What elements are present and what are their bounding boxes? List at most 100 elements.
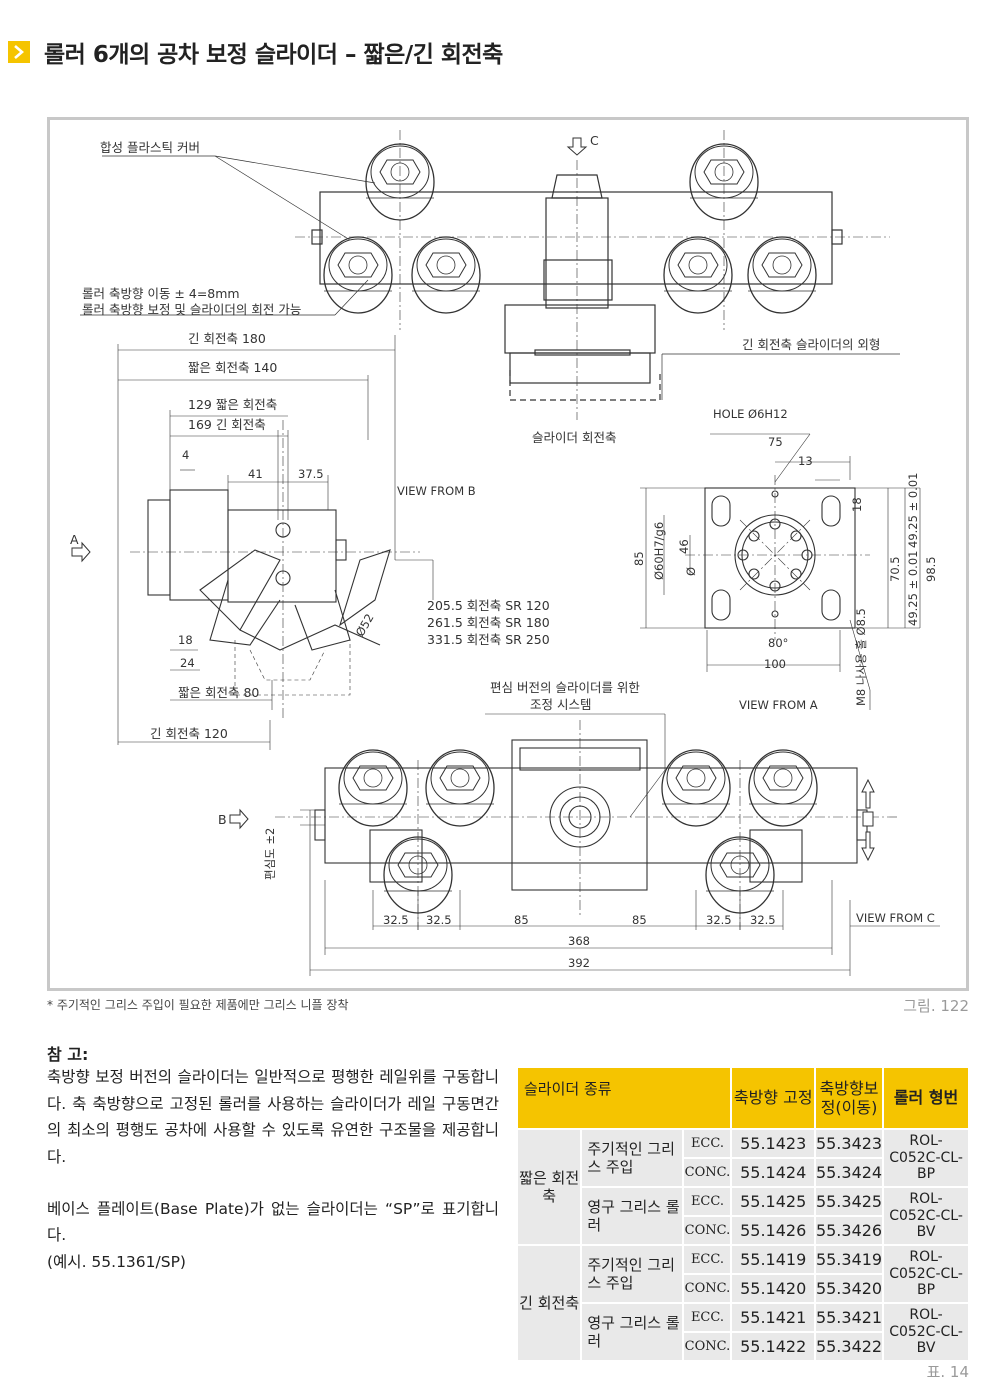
label-axial-comp: 롤러 축방향 보정 및 슬라이더의 회전 가능 bbox=[82, 302, 302, 317]
row-kind: CONC. bbox=[683, 1274, 732, 1303]
label-slider-shaft: 슬라이더 회전축 bbox=[532, 430, 617, 445]
label-phi60: Ø60H7/g6 bbox=[652, 521, 666, 580]
row-kind: CONC. bbox=[683, 1158, 732, 1187]
label-sr180: 261.5 회전축 SR 180 bbox=[427, 615, 550, 630]
row-kind: CONC. bbox=[683, 1216, 732, 1245]
label-short-80: 짧은 회전축 80 bbox=[178, 685, 260, 700]
note-paragraph-1: 축방향 보정 버전의 슬라이더는 일반적으로 평행한 레일위를 구동합니다. 축… bbox=[47, 1068, 499, 1166]
label-ecc-adjust-2: 조정 시스템 bbox=[530, 697, 592, 712]
row-float: 55.3426 bbox=[814, 1216, 884, 1245]
label-dim-75: 75 bbox=[768, 435, 783, 449]
subgroup-periodic-grease: 주기적인 그리스 주입 bbox=[581, 1129, 684, 1187]
label-short-shaft-140: 짧은 회전축 140 bbox=[188, 360, 278, 375]
label-dim-368: 368 bbox=[568, 934, 590, 948]
label-view-from-c: VIEW FROM C bbox=[856, 911, 935, 925]
label-short-129: 129 짧은 회전축 bbox=[188, 397, 278, 412]
label-plastic-cover: 합성 플라스틱 커버 bbox=[100, 140, 200, 155]
label-dim-32-5-d: 32.5 bbox=[750, 913, 776, 927]
header-axial-fixed: 축방향 고정 bbox=[731, 1067, 815, 1129]
label-long-120: 긴 회전축 120 bbox=[150, 726, 228, 741]
note-paragraph-2: 베이스 플레이트(Base Plate)가 없는 슬라이더는 “SP”로 표기합… bbox=[47, 1199, 499, 1245]
note-title: 참 고: bbox=[47, 1045, 89, 1064]
label-dim-100: 100 bbox=[764, 657, 786, 671]
figure-caption: 그림. 122 bbox=[903, 997, 969, 1015]
row-float: 55.3423 bbox=[814, 1129, 884, 1158]
label-dim-41: 41 bbox=[248, 467, 263, 481]
label-view-from-b: VIEW FROM B bbox=[397, 484, 476, 498]
row-float: 55.3425 bbox=[814, 1187, 884, 1216]
row-float: 55.3424 bbox=[814, 1158, 884, 1187]
header-axial-float: 축방향보정(이동) bbox=[814, 1067, 884, 1129]
header-roller-part: 롤러 형번 bbox=[883, 1067, 969, 1129]
row-kind: ECC. bbox=[683, 1129, 732, 1158]
label-arrow-c: C bbox=[590, 133, 599, 148]
row-kind: ECC. bbox=[683, 1245, 732, 1274]
label-axial-move: 롤러 축방향 이동 ± 4=8mm bbox=[82, 286, 240, 301]
label-dim-392: 392 bbox=[568, 956, 590, 970]
label-dim-4: 4 bbox=[182, 448, 190, 462]
row-float: 55.3419 bbox=[814, 1245, 884, 1274]
row-kind: ECC. bbox=[683, 1303, 732, 1332]
row-kind: CONC. bbox=[683, 1332, 732, 1361]
label-ecc-adjust-1: 편심 버전의 슬라이더를 위한 bbox=[490, 680, 640, 695]
label-dim-32-5-c: 32.5 bbox=[706, 913, 732, 927]
label-tol-top: 49.25 ± 0.01 bbox=[906, 472, 920, 548]
label-dim-98-5: 98.5 bbox=[924, 556, 938, 582]
technical-drawing: 합성 플라스틱 커버 C 롤러 축방향 이동 ± 4=8mm 롤러 축방향 보정… bbox=[47, 117, 969, 991]
roller-part: ROL-C052C-CL-BP bbox=[883, 1245, 969, 1303]
label-dim-85: 85 bbox=[632, 551, 646, 566]
group-short-shaft: 짧은 회전축 bbox=[517, 1129, 582, 1245]
roller-part: ROL-C052C-CL-BV bbox=[883, 1187, 969, 1245]
label-dim-80deg: 80° bbox=[768, 636, 789, 650]
label-dim-32-5-b: 32.5 bbox=[426, 913, 452, 927]
label-sr120: 205.5 회전축 SR 120 bbox=[427, 598, 550, 613]
label-dim-18: 18 bbox=[178, 633, 193, 647]
row-kind: ECC. bbox=[683, 1187, 732, 1216]
table-caption: 표. 14 bbox=[926, 1363, 969, 1381]
label-dim-85-a: 85 bbox=[514, 913, 529, 927]
label-hole: HOLE Ø6H12 bbox=[713, 407, 788, 421]
label-arrow-a: A bbox=[70, 532, 79, 547]
page-title: 롤러 6개의 공차 보정 슬라이더 – 짧은/긴 회전축 bbox=[44, 42, 503, 68]
page-title-row: 롤러 6개의 공차 보정 슬라이더 – 짧은/긴 회전축 bbox=[8, 36, 503, 68]
subgroup-periodic-grease: 주기적인 그리스 주입 bbox=[581, 1245, 684, 1303]
label-phi-small: Ø bbox=[684, 566, 698, 576]
label-dim-46: 46 bbox=[677, 539, 691, 554]
row-float: 55.3421 bbox=[814, 1303, 884, 1332]
label-dim-70-5: 70.5 bbox=[888, 556, 902, 582]
row-fixed: 55.1422 bbox=[731, 1332, 815, 1361]
roller-part: ROL-C052C-CL-BV bbox=[883, 1303, 969, 1361]
label-dim-24: 24 bbox=[180, 656, 195, 670]
label-dim-18b: 18 bbox=[850, 497, 864, 512]
row-float: 55.3420 bbox=[814, 1274, 884, 1303]
label-long-outline: 긴 회전축 슬라이더의 외형 bbox=[742, 337, 881, 352]
label-dim-37-5: 37.5 bbox=[298, 467, 324, 481]
footnote: * 주기적인 그리스 주입이 필요한 제품에만 그리스 니플 장착 bbox=[47, 998, 349, 1012]
drawing-lines bbox=[71, 130, 940, 976]
subgroup-permanent-grease: 영구 그리스 롤러 bbox=[581, 1187, 684, 1245]
label-long-shaft-180: 긴 회전축 180 bbox=[188, 331, 266, 346]
label-dim-32-5-a: 32.5 bbox=[383, 913, 409, 927]
label-long-169: 169 긴 회전축 bbox=[188, 417, 266, 432]
group-long-shaft: 긴 회전축 bbox=[517, 1245, 582, 1361]
label-sr250: 331.5 회전축 SR 250 bbox=[427, 632, 550, 647]
roller-part: ROL-C052C-CL-BP bbox=[883, 1129, 969, 1187]
row-fixed: 55.1425 bbox=[731, 1187, 815, 1216]
row-fixed: 55.1424 bbox=[731, 1158, 815, 1187]
subgroup-permanent-grease: 영구 그리스 롤러 bbox=[581, 1303, 684, 1361]
label-dim-85-b: 85 bbox=[632, 913, 647, 927]
header-slider-type: 슬라이더 종류 bbox=[517, 1067, 732, 1129]
slider-spec-table: 슬라이더 종류 축방향 고정 축방향보정(이동) 롤러 형번 짧은 회전축 주기… bbox=[517, 1067, 969, 1361]
row-fixed: 55.1426 bbox=[731, 1216, 815, 1245]
label-view-from-a: VIEW FROM A bbox=[739, 698, 818, 712]
row-float: 55.3422 bbox=[814, 1332, 884, 1361]
row-fixed: 55.1421 bbox=[731, 1303, 815, 1332]
row-fixed: 55.1423 bbox=[731, 1129, 815, 1158]
label-ecc-dim: 편심도 ±2 bbox=[263, 827, 277, 880]
label-arrow-b: B bbox=[218, 812, 227, 827]
chevron-right-icon bbox=[8, 41, 30, 63]
row-fixed: 55.1420 bbox=[731, 1274, 815, 1303]
label-dim-13: 13 bbox=[798, 454, 813, 468]
label-m8: M8 나사용 홀 Ø8.5 bbox=[854, 608, 868, 706]
note-example: (예시. 55.1361/SP) bbox=[47, 1252, 186, 1271]
